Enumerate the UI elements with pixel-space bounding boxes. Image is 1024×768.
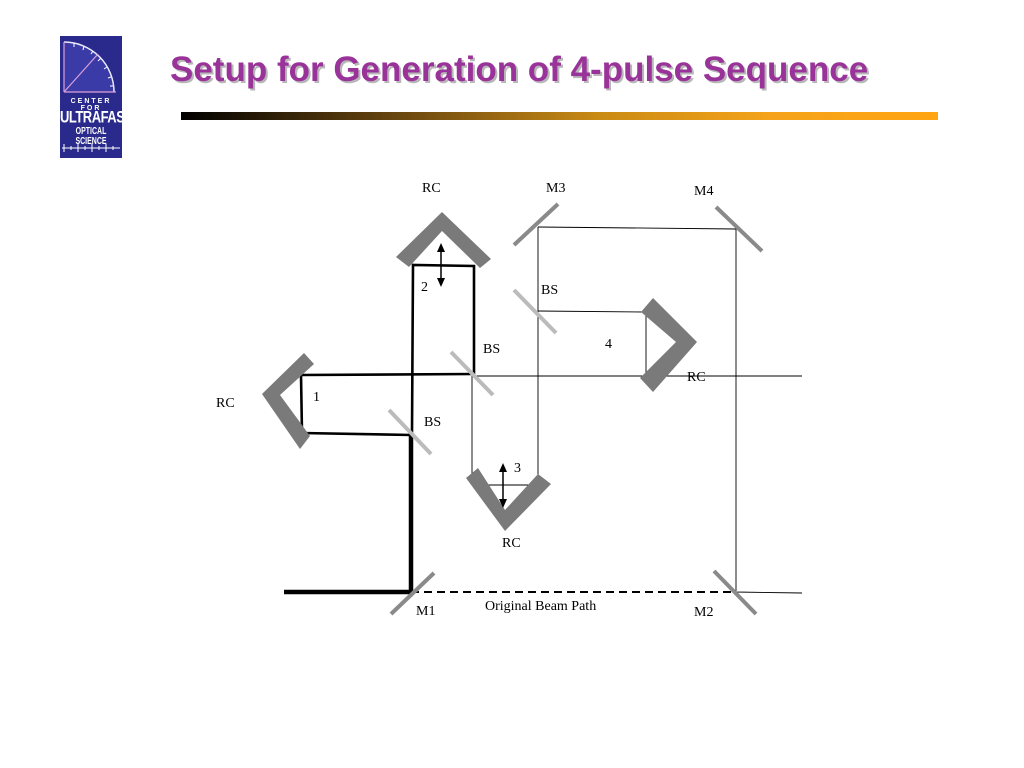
label-rc-left: RC [216, 396, 235, 411]
label-m4: M4 [694, 184, 713, 199]
thin-beam-paths [471, 226, 803, 594]
arrow-head-up-3 [499, 463, 507, 472]
ruler-icon [62, 144, 120, 152]
arrow-head-down-2 [437, 278, 445, 287]
label-rc-bottom: RC [502, 536, 521, 551]
label-original-beam-path: Original Beam Path [485, 599, 596, 614]
cuos-logo: CENTER FOR ULTRAFAST OPTICAL SCIENCE [60, 36, 122, 158]
beam-path-m3-m4 [537, 226, 803, 594]
retroreflector-left [262, 353, 314, 449]
dial-graphic-icon [60, 36, 122, 96]
title-underline-bar [181, 112, 938, 120]
mirror-m4 [714, 205, 764, 253]
mirror-m3 [512, 202, 560, 247]
beam-splitters [387, 288, 558, 456]
label-rc-top: RC [422, 181, 441, 196]
label-m1: M1 [416, 604, 435, 619]
label-m3: M3 [546, 181, 565, 196]
mirror-m2 [712, 569, 758, 616]
translation-arrows [437, 243, 507, 508]
beam-splitter-lower-left [387, 408, 433, 456]
label-path-2: 2 [421, 280, 428, 295]
beam-path-arm-4 [537, 310, 647, 373]
input-beam-thick [284, 432, 414, 595]
beam-path-arm-2 [410, 263, 476, 433]
label-m2: M2 [694, 605, 713, 620]
label-path-3: 3 [514, 461, 521, 476]
retroreflector-top [396, 212, 491, 268]
logo-line-1: CENTER FOR [70, 98, 112, 112]
retroreflector-right [640, 298, 697, 392]
mirror-m1 [389, 571, 436, 616]
label-bs-lower-left: BS [424, 415, 441, 430]
beam-splitter-upper-right [512, 288, 558, 335]
label-rc-right: RC [687, 370, 706, 385]
logo-line-2: ULTRAFAST [60, 106, 122, 127]
mirrors [389, 202, 764, 616]
label-path-4: 4 [605, 337, 612, 352]
retroreflector-bottom [466, 468, 551, 531]
arrow-head-up-2 [437, 243, 445, 252]
beam-path-arm-1 [299, 372, 475, 437]
label-bs-upper-right: BS [541, 283, 558, 298]
logo-line-3: OPTICAL SCIENCE [75, 127, 107, 147]
label-bs-center: BS [483, 342, 500, 357]
retroreflectors [262, 212, 697, 531]
label-path-1: 1 [313, 390, 320, 405]
beam-splitter-center [449, 350, 495, 397]
slide-title: Setup for Generation of 4-pulse Sequence [170, 50, 869, 89]
thick-beam-paths [299, 263, 476, 437]
arrow-head-down-3 [499, 499, 507, 508]
